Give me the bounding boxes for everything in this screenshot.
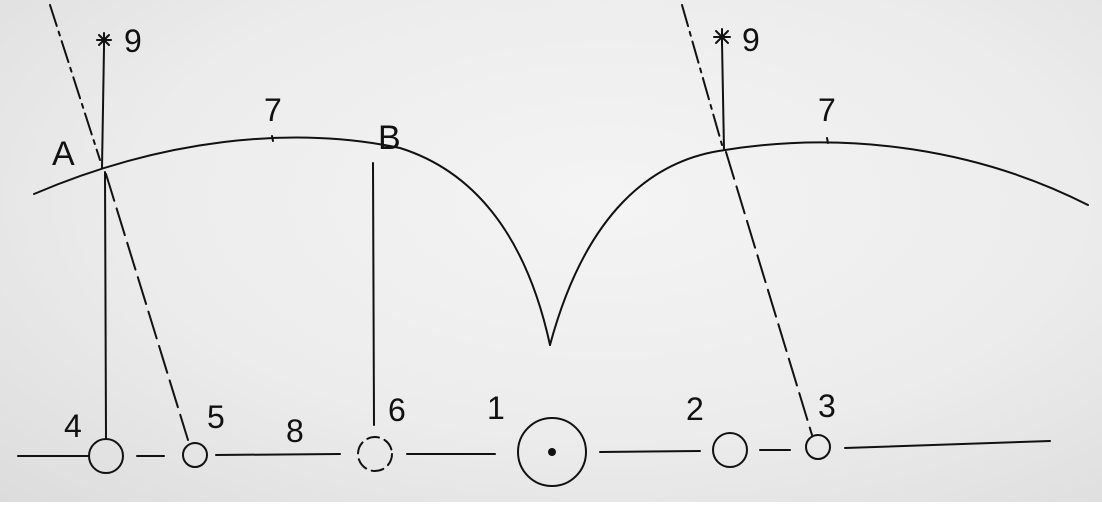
star-icon-right xyxy=(713,28,731,46)
circle-6-dashed xyxy=(357,436,393,472)
label-9-left: 9 xyxy=(124,23,142,59)
vertical-line-b-6 xyxy=(372,162,375,426)
line-9-right-to-arc xyxy=(721,41,725,151)
label-6: 6 xyxy=(388,392,406,428)
left-arc xyxy=(33,136,551,346)
circle-1-center-dot xyxy=(548,448,556,456)
label-5: 5 xyxy=(207,399,225,435)
label-9-right: 9 xyxy=(742,22,760,58)
label-4: 4 xyxy=(64,408,82,444)
dashed-line-arc-3 xyxy=(725,151,813,436)
label-7-right: 7 xyxy=(818,92,836,128)
circle-3 xyxy=(805,434,831,460)
label-1: 1 xyxy=(487,390,505,426)
tick-mark-7-left xyxy=(271,135,274,142)
label-3: 3 xyxy=(818,388,836,424)
baseline-right xyxy=(844,440,1051,449)
label-7-left: 7 xyxy=(264,92,282,128)
circle-4 xyxy=(88,438,124,474)
baseline-5-6 xyxy=(215,453,341,456)
tick-mark-7-right xyxy=(826,137,829,144)
circle-2 xyxy=(712,432,748,468)
dash-dot-line-left xyxy=(49,4,101,161)
circle-5 xyxy=(182,442,208,468)
label-point-a: A xyxy=(52,135,75,173)
dashed-line-a-5 xyxy=(105,173,189,441)
label-point-b: B xyxy=(378,119,401,157)
vertical-line-a-4 xyxy=(104,171,107,439)
vertical-line-a-9-left xyxy=(101,47,105,169)
label-8: 8 xyxy=(286,413,304,449)
star-icon-left xyxy=(96,32,112,48)
circle-1 xyxy=(517,417,587,487)
label-2: 2 xyxy=(686,391,704,427)
dash-dot-line-right xyxy=(681,4,723,146)
right-arc xyxy=(549,141,1089,346)
baseline-1-2 xyxy=(599,450,701,453)
